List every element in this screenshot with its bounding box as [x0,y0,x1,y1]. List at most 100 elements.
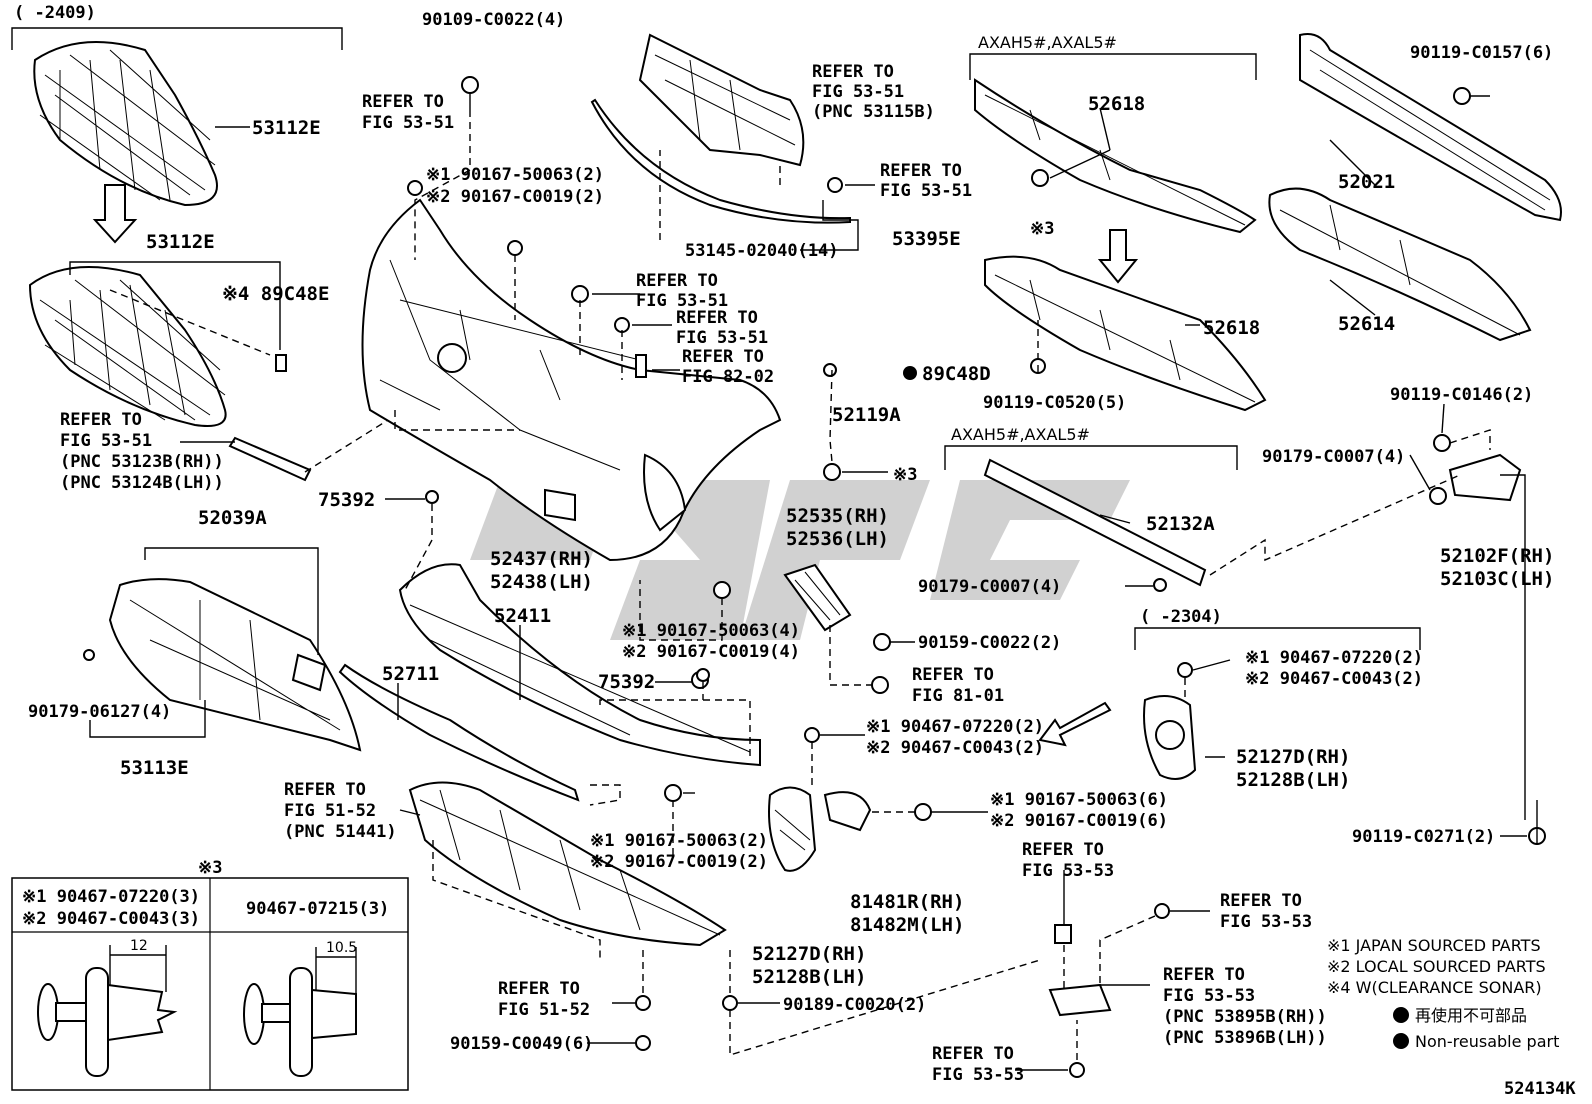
model-label: AXAH5#,AXAL5# [951,425,1090,444]
refer-label: REFER TO [912,665,994,685]
legend-nonreusable-en: Non-reusable part [1415,1032,1559,1051]
legend-note-1: ※1 JAPAN SOURCED PARTS [1327,936,1541,955]
part-81481r: 81481R(RH) [850,891,964,913]
lower-bumper-52411 [398,563,761,767]
refer-pnc: (PNC 51441) [284,822,397,842]
model-label: AXAH5#,AXAL5# [978,33,1117,52]
note-90467-07220: ※1 90467-07220(2) [1245,648,1423,668]
note-3: ※3 [1030,219,1054,239]
refer-fig: FIG 53-53 [1220,912,1312,932]
part-90179-c0007: 90179-C0007(4) [918,577,1061,597]
refer-fig: FIG 53-51 [880,181,972,201]
note-90167-50063: ※1 90167-50063(4) [622,621,800,641]
note-90167-50063: ※1 90167-50063(6) [990,790,1168,810]
refer-label: REFER TO [60,410,142,430]
part-81482m: 81482M(LH) [850,914,964,936]
grille-52039a [108,578,362,752]
refer-fig: FIG 53-53 [932,1065,1024,1085]
part-52437: 52437(RH) [490,548,593,570]
part-53145: 53145-02040(14) [685,241,839,261]
clip-table-title: ※3 [198,858,222,878]
logo-watermark [470,480,1130,640]
part-52438: 52438(LH) [490,571,593,593]
refer-pnc: (PNC 53896B(LH)) [1163,1028,1327,1048]
refer-label: REFER TO [498,979,580,999]
refer-label: REFER TO [284,780,366,800]
refer-fig: FIG 82-02 [682,367,774,387]
refer-fig: FIG 53-51 [636,291,728,311]
part-53112e-mid: 53112E [146,231,215,253]
part-75392: 75392 [598,671,655,693]
note-90467-c0043: ※2 90467-C0043(2) [866,738,1044,758]
note-90167-50063: ※1 90167-50063(2) [590,831,768,851]
refer-label: REFER TO [932,1044,1014,1064]
part-52102f: 52102F(RH) [1440,545,1554,567]
part-52411: 52411 [494,605,551,627]
note-90467-c0043: ※2 90467-C0043(2) [1245,669,1423,689]
refer-fig: FIG 51-52 [284,801,376,821]
part-75392: 75392 [318,489,375,511]
part-52128b: 52128B(LH) [752,966,866,988]
refer-fig: FIG 53-51 [60,431,152,451]
refer-fig: FIG 53-51 [812,82,904,102]
note-90167-c0019: ※2 90167-C0019(2) [426,187,604,207]
part-90179-06127: 90179-06127(4) [28,702,171,722]
refer-label: REFER TO [1220,891,1302,911]
note-89c48e: ※4 89C48E [222,283,329,305]
part-52535: 52535(RH) [786,505,889,527]
part-53113e: 53113E [120,757,189,779]
part-53395e: 53395E [892,228,961,250]
part-90119-c0157: 90119-C0157(6) [1410,43,1553,63]
part-52119a: 52119A [832,404,901,426]
note-90467-07220: ※1 90467-07220(2) [866,717,1044,737]
part-89c48d: 89C48D [922,363,991,385]
part-52618: 52618 [1203,317,1260,339]
refer-fig: FIG 53-53 [1163,986,1255,1006]
part-90189: 90189-C0020(2) [783,995,926,1015]
part-90159-c0022: 90159-C0022(2) [918,633,1061,653]
note-90167-c0019: ※2 90167-C0019(4) [622,642,800,662]
part-52132a: 52132A [1146,513,1215,535]
part-52128b: 52128B(LH) [1236,769,1350,791]
bumper-cover-52119a [361,198,782,562]
range-label: ( -2409) [14,3,96,23]
part-90179-c0007: 90179-C0007(4) [1262,447,1405,467]
part-52103c: 52103C(LH) [1440,568,1554,590]
refer-pnc: (PNC 53124B(LH)) [60,473,224,493]
note-90167-c0019: ※2 90167-C0019(2) [590,852,768,872]
refer-pnc: (PNC 53123B(RH)) [60,452,224,472]
clip-table [11,877,409,1091]
part-90119-c0520: 90119-C0520(5) [983,393,1126,413]
refer-label: REFER TO [362,92,444,112]
part-90119-c0271: 90119-C0271(2) [1352,827,1495,847]
note-3: ※3 [893,465,917,485]
note-90167-c0019: ※2 90167-C0019(6) [990,811,1168,831]
grille-insert [638,33,805,167]
refer-fig: FIG 81-01 [912,686,1004,706]
clip-dim-right: 10.5 [326,940,357,956]
range-label: ( -2304) [1140,607,1222,627]
refer-label: REFER TO [636,271,718,291]
refer-label: REFER TO [676,308,758,328]
diagram-id: 524134K [1504,1079,1576,1099]
refer-fig: FIG 53-51 [362,113,454,133]
part-53112e-top: 53112E [252,117,321,139]
part-52536: 52536(LH) [786,528,889,550]
refer-label: REFER TO [812,62,894,82]
part-90159-c0049: 90159-C0049(6) [450,1034,593,1054]
part-52039a: 52039A [198,507,267,529]
refer-label: REFER TO [682,347,764,367]
part-52711: 52711 [382,663,439,685]
note-90167-50063: ※1 90167-50063(2) [426,165,604,185]
refer-label: REFER TO [880,161,962,181]
refer-label: REFER TO [1163,965,1245,985]
clip-table-left-2: ※2 90467-C0043(3) [22,909,200,929]
refer-fig: FIG 53-51 [676,328,768,348]
engine-under-cover [408,781,727,947]
part-52618: 52618 [1088,93,1145,115]
refer-pnc: (PNC 53115B) [812,102,935,122]
part-52127d: 52127D(RH) [752,943,866,965]
refer-fig: FIG 51-52 [498,1000,590,1020]
